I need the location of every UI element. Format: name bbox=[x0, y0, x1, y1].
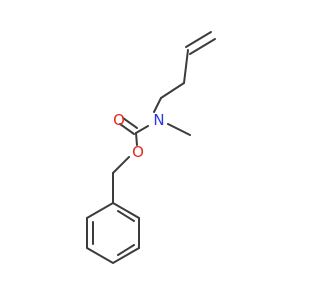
structure-canvas: O O N bbox=[86, 31, 216, 265]
atom-label-ester-oxygen: O bbox=[132, 143, 144, 161]
bond-vinyl-double-b bbox=[189, 38, 216, 55]
atom-label-carbonyl-oxygen: O bbox=[113, 111, 125, 129]
bond-carbonyl-double-a bbox=[119, 123, 135, 135]
bond-chain-1 bbox=[183, 49, 189, 84]
bond-chain-n bbox=[153, 97, 162, 113]
benzene-inner-bond-2 bbox=[117, 244, 135, 256]
bond-n-methyl bbox=[167, 123, 191, 136]
benzene-inner-bond-1 bbox=[117, 210, 135, 222]
bond-carbonyl-ester-o bbox=[135, 132, 138, 146]
bond-n-carbonyl bbox=[135, 125, 149, 134]
atom-label-nitrogen: N bbox=[153, 111, 164, 129]
benzene-ring bbox=[86, 201, 140, 265]
bond-ester-o-ch2 bbox=[112, 156, 130, 174]
bond-chain-2 bbox=[160, 82, 185, 99]
molecule-drawing: O O N bbox=[86, 31, 216, 265]
bond-vinyl-double-a bbox=[185, 31, 212, 48]
bond-carbonyl-double-b bbox=[122, 117, 138, 129]
